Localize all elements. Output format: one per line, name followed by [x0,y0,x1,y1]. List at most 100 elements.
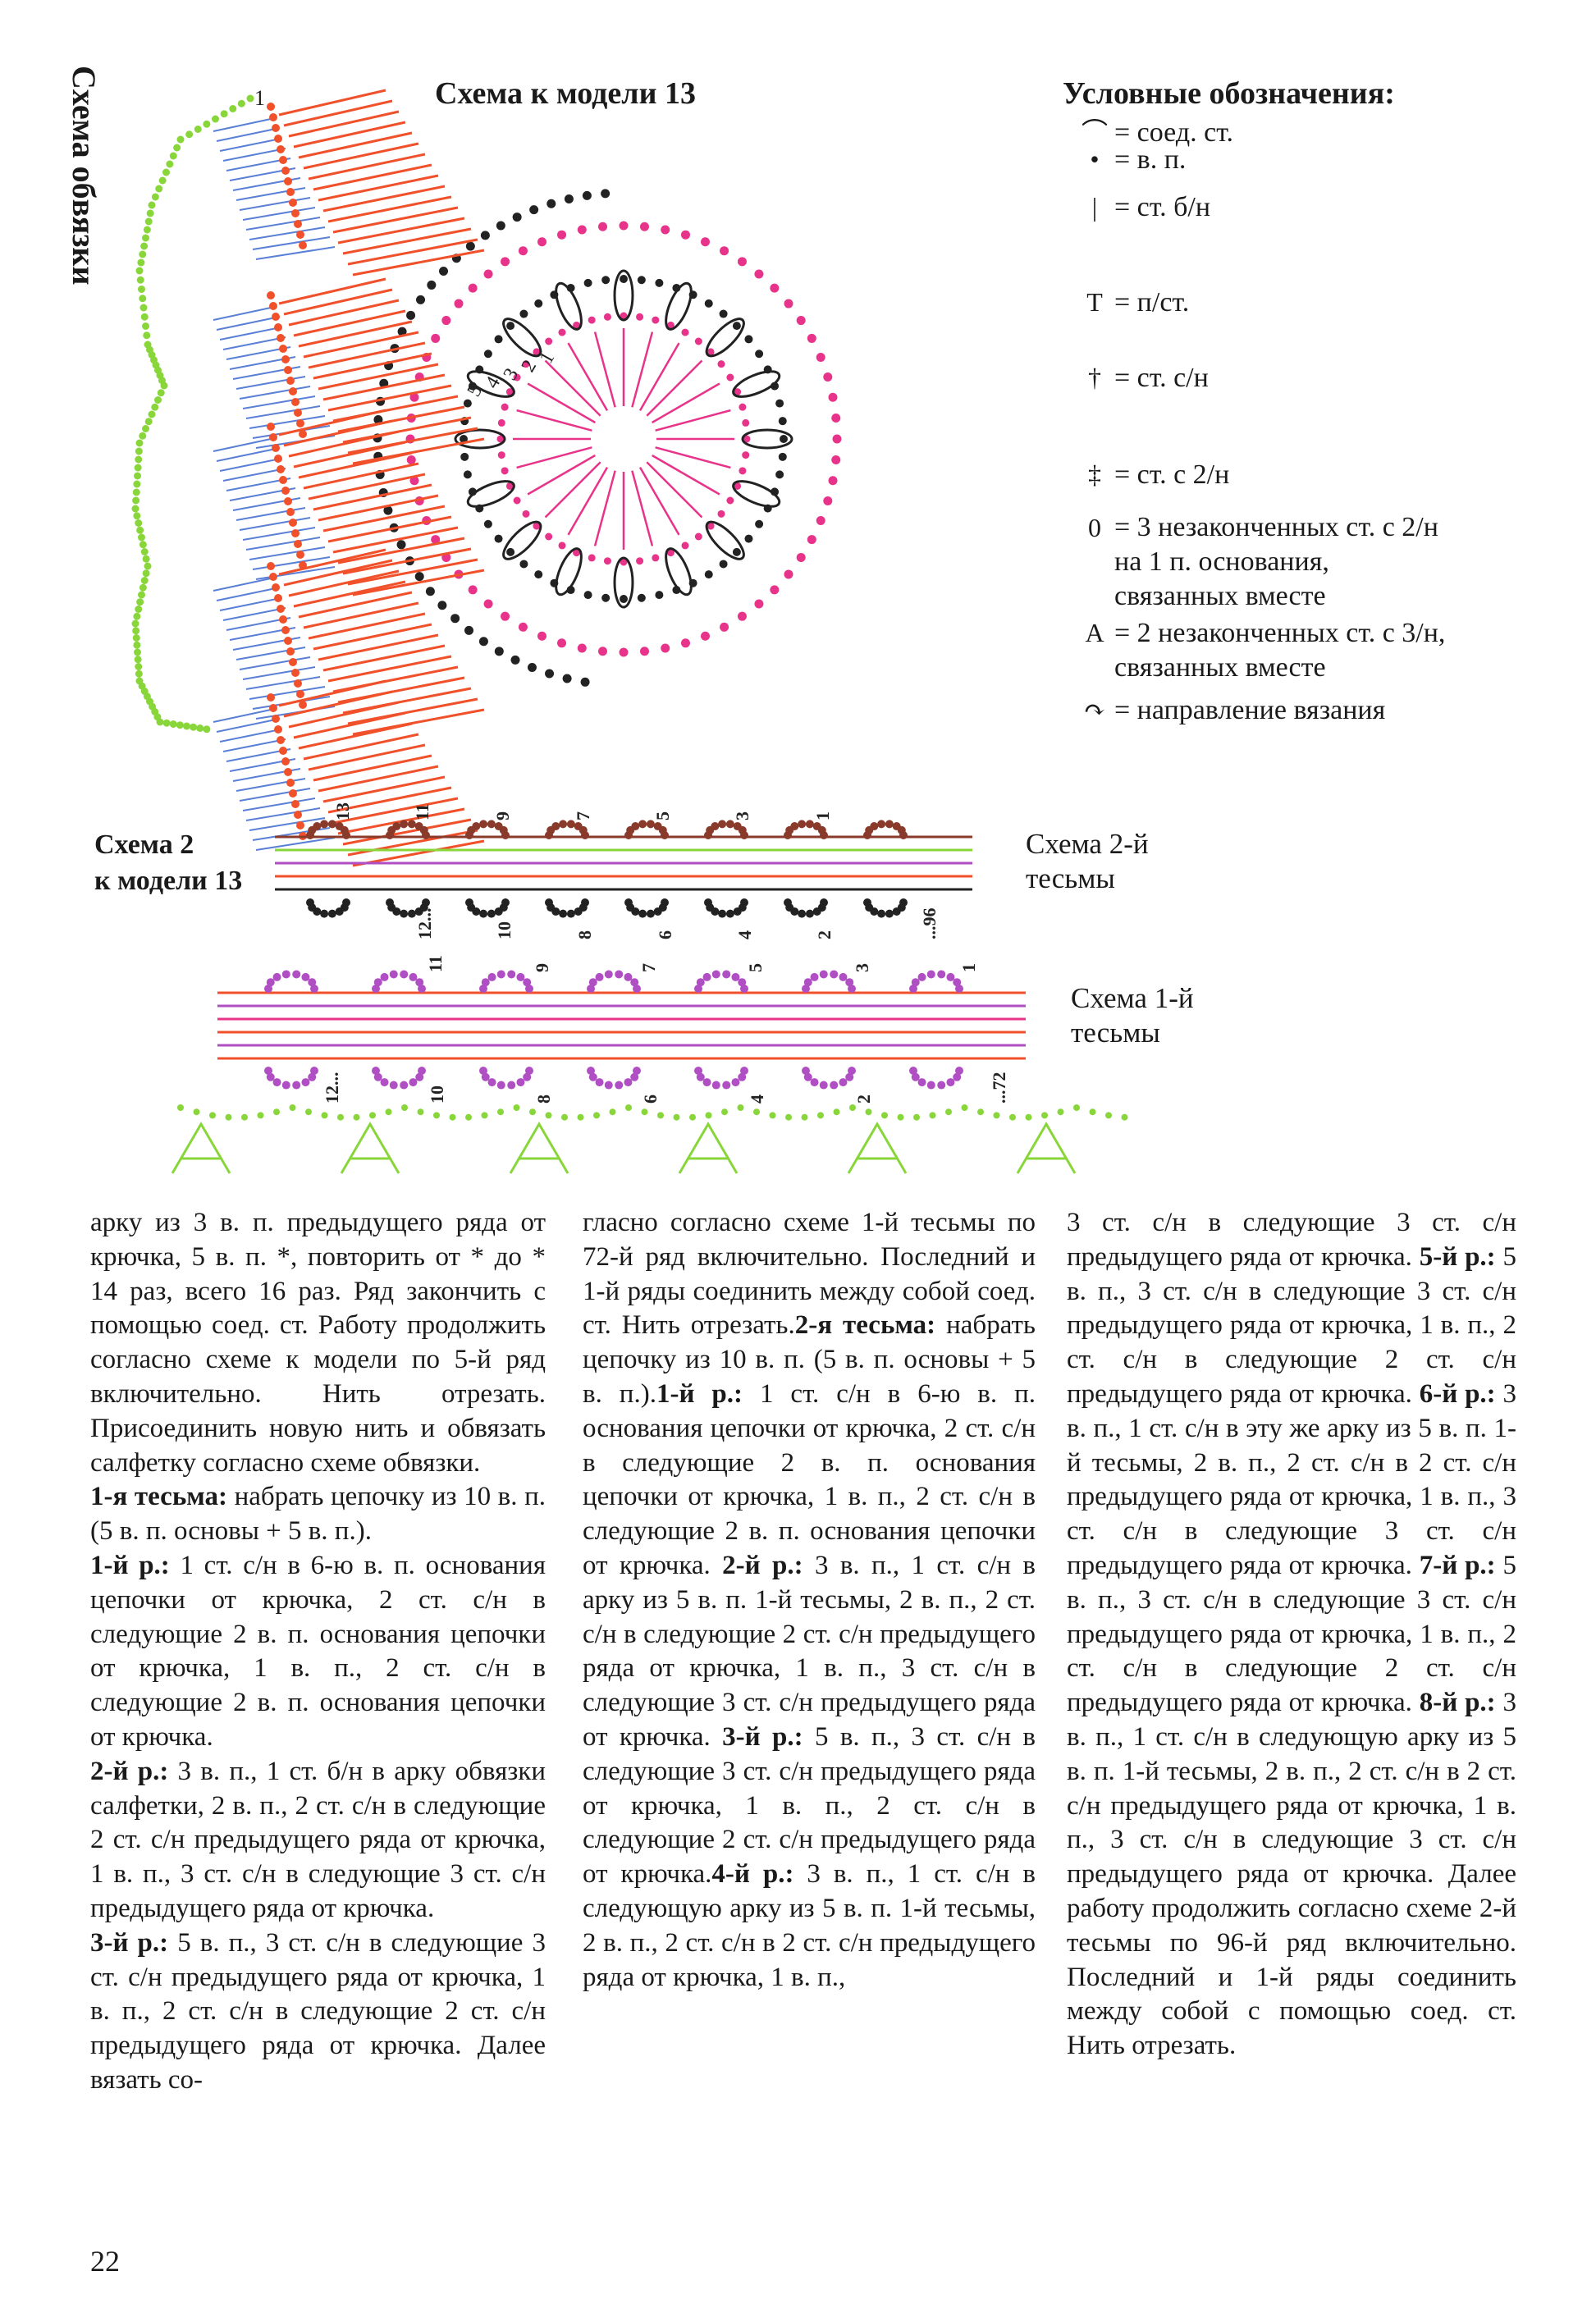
chain-dot [1122,1114,1128,1121]
chain-dot [507,1081,515,1090]
chain-dot [498,451,505,459]
stitch-line [213,578,271,591]
chain-dot [519,246,528,255]
stitch-line [213,119,271,131]
chain-dot [718,360,725,368]
scheme2-title: Схема 2 к модели 13 [94,827,242,899]
chain-dot [790,822,798,830]
cluster-oval [661,280,696,332]
chain-dot [839,1078,847,1086]
chain-dot [718,510,725,518]
stitch-line [338,218,464,243]
chain-dot [416,295,425,304]
chain-dot [289,658,297,666]
chain-dot [282,1081,290,1090]
chain-dot [817,1112,824,1118]
chain-dot [159,177,167,185]
chain-dot [152,194,159,201]
cluster-oval [702,517,749,564]
band2-label: Схема 2-й тесьмы [1026,827,1149,896]
chain-dot [516,973,524,981]
chain-dot [133,613,140,620]
chain-dot [279,615,287,624]
stitch-line [236,377,305,389]
chain-dot [173,144,181,152]
chain-dot [1073,1104,1080,1111]
chain-dot [720,246,729,255]
chain-dot [132,505,139,513]
chain-dot [720,310,728,318]
chain-dot [400,820,408,828]
chain-dot [433,1112,440,1118]
chain-dot [135,456,142,464]
stitch-line [299,133,412,158]
cluster-mark [1018,1124,1075,1173]
chain-dot [133,489,140,496]
stitch-line [294,122,405,147]
chain-dot [258,1112,264,1118]
chain-dot [273,1078,281,1086]
chain-dot [718,910,726,918]
chain-dot [529,205,538,214]
chain-dot [638,910,647,918]
cluster-oval [661,546,696,598]
chain-dot [484,270,493,279]
stitch-line [353,250,484,275]
cluster-mark [848,1124,906,1173]
stitch-line [304,144,418,168]
chain-dot [274,594,282,602]
chain-dot [212,116,219,123]
chain-dot [488,1078,496,1086]
stitch-line [328,386,451,410]
chain-dot [598,647,607,656]
chain-dot [785,1114,792,1121]
fan-row-number: 1 [254,86,265,110]
stitch-line [249,547,325,560]
chain-dot [845,1073,853,1081]
chain-dot [740,985,748,993]
chain-dot [697,978,705,986]
chain-dot [291,800,300,808]
chain-dot [272,124,280,132]
chain-dot [661,225,670,234]
chain-dot [390,970,398,978]
chain-dot [392,822,400,830]
chain-dot [798,910,806,918]
chain-dot [682,542,689,549]
chain-dot [415,572,424,581]
row-heading: 4-й р.: [711,1859,793,1889]
chain-dot [149,202,156,209]
chain-dot [479,637,488,646]
chain-dot [147,210,154,217]
chain-dot [426,587,435,596]
row-heading: 8-й р.: [1420,1688,1496,1717]
stitch-line [213,308,271,320]
chain-dot [604,557,611,564]
chain-dot [203,121,210,128]
chain-dot [674,1114,680,1121]
chain-dot [816,353,825,362]
stitch-line [240,788,310,801]
chain-dot [534,570,542,578]
chain-dot [624,1078,632,1086]
row-number: 1 [536,349,560,368]
chain-dot [695,337,702,345]
chain-dot [161,382,168,390]
chain-dot [289,199,297,207]
stitch-line [243,798,315,811]
chain-dot [545,898,553,907]
stitch-line [223,149,286,161]
stitch-line [318,496,438,520]
row-heading: 1-й р.: [656,1379,743,1409]
chain-dot [269,302,277,310]
chain-dot [620,222,629,231]
stitch-line [348,699,478,724]
chain-dot [466,242,475,251]
chain-dot [322,1112,328,1118]
chain-dot [291,398,300,406]
chain-dot [596,973,604,981]
chain-dot [301,1078,309,1086]
chain-dot [755,350,763,358]
stitch-line [223,608,286,620]
chain-dot [739,404,746,411]
